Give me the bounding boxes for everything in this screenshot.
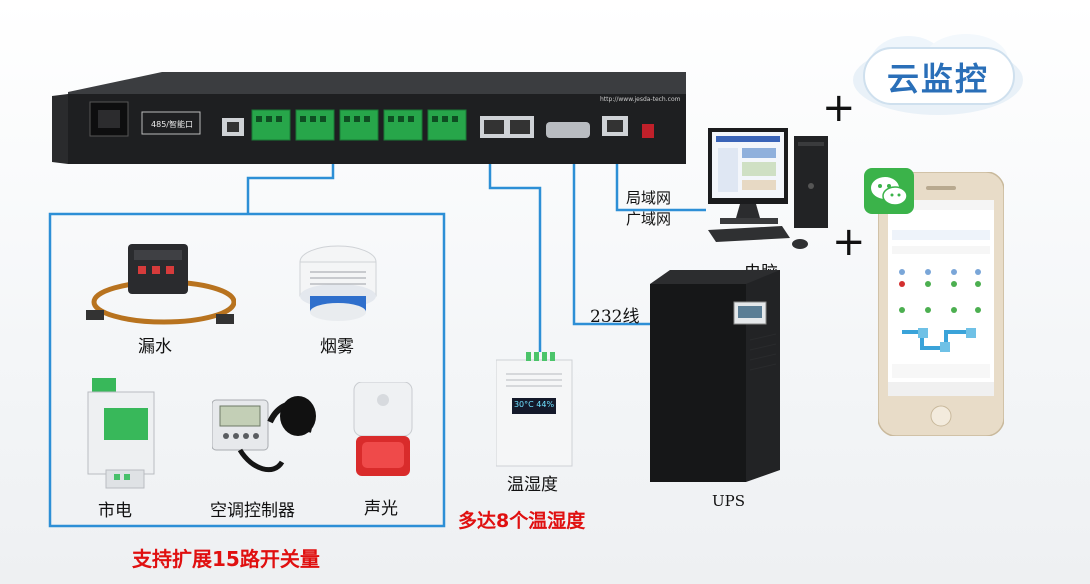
cloud-badge: 云监控 <box>848 30 1028 120</box>
mains-label: 市电 <box>98 496 132 521</box>
pc-icon <box>700 126 840 250</box>
mains-icon <box>84 378 164 490</box>
wechat-icon <box>864 168 914 214</box>
temp-humidity-sensor: 30°C 44% <box>496 350 576 470</box>
ac-controller-icon <box>212 392 322 478</box>
lan-label: 局域网 <box>626 187 671 208</box>
ups-cable-label: 232线 <box>590 302 639 327</box>
front-port-label: 485/智能口 <box>143 119 201 130</box>
wan-label: 广域网 <box>626 208 671 229</box>
sound-light-alarm <box>348 382 418 478</box>
sound-light-icon <box>348 382 418 478</box>
pc-computer <box>700 126 840 250</box>
ups-device <box>650 270 780 486</box>
rack-device: 485/智能口 http://www.jesda-tech.com <box>52 72 686 172</box>
ups-icon <box>650 270 780 486</box>
smoke-icon <box>296 238 380 324</box>
ac-controller-label: 空调控制器 <box>210 496 295 521</box>
sound-light-label: 声光 <box>364 494 398 519</box>
smoke-sensor <box>296 238 380 324</box>
temp-humidity-display: 30°C 44% <box>512 400 556 409</box>
temp-humidity-note: 多达8个温湿度 <box>458 506 585 533</box>
temp-humidity-icon <box>496 350 576 470</box>
ac-controller <box>212 392 322 478</box>
device-website: http://www.jesda-tech.com <box>600 96 680 103</box>
ups-label: UPS <box>712 492 745 510</box>
water-leak-label: 漏水 <box>138 332 172 357</box>
water-leak-icon <box>86 240 236 336</box>
mains-monitor <box>84 378 164 490</box>
water-leak-sensor <box>86 240 236 336</box>
plus-sign-top: + <box>822 88 856 128</box>
temp-humidity-line <box>490 145 540 352</box>
switch-expansion-note: 支持扩展15路开关量 <box>132 543 320 572</box>
smoke-label: 烟雾 <box>320 332 354 357</box>
temp-humidity-label: 温湿度 <box>507 470 558 495</box>
cloud-label: 云监控 <box>848 54 1028 100</box>
